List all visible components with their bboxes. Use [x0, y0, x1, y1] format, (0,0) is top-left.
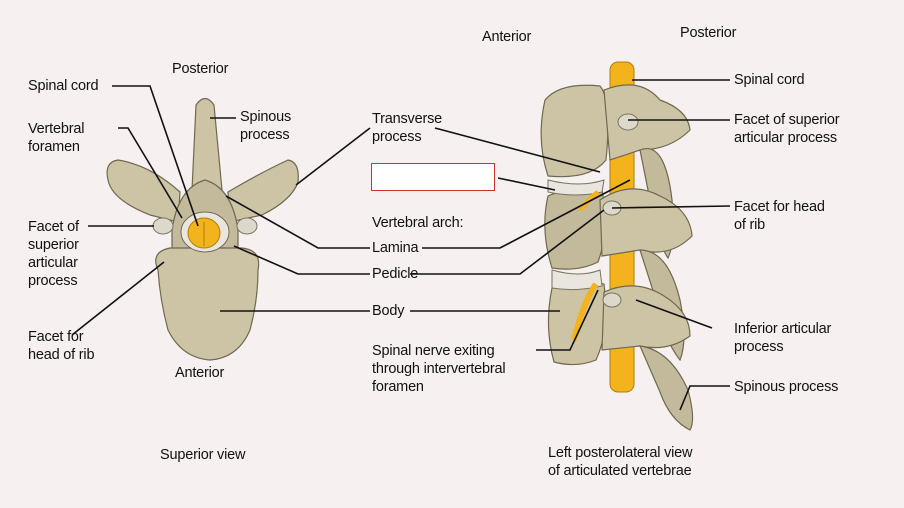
superior-spinal-cord-label: Spinal cord — [28, 78, 99, 94]
lateral-spinous-3 — [639, 345, 694, 431]
lateral-posterior-label: Posterior — [680, 25, 737, 41]
superior-anterior-label: Anterior — [175, 365, 225, 381]
superior-view-caption: Superior view — [160, 447, 246, 463]
answer-blank-box[interactable] — [371, 163, 495, 191]
superior-posterior-label: Posterior — [172, 61, 229, 77]
lateral-arch-1 — [603, 84, 691, 161]
articulated-vertebrae — [540, 61, 694, 431]
lateral-arch-3 — [601, 285, 691, 351]
superior-facet-articular-label: Facet of superior articular process — [28, 219, 79, 289]
lateral-spinal-cord-label: Spinal cord — [734, 72, 805, 88]
lamina-label: Lamina — [372, 240, 419, 256]
superior-spinous-process — [191, 97, 223, 191]
lateral-body-2 — [544, 188, 606, 270]
superior-vertebral-body — [155, 247, 260, 361]
lateral-spinous-process-label: Spinous process — [734, 379, 839, 395]
lateral-body-1 — [540, 84, 609, 178]
vertebral-arch-label: Vertebral arch: — [372, 215, 464, 231]
pedicle-label: Pedicle — [372, 266, 419, 282]
superior-right-transverse-process — [227, 159, 299, 223]
superior-left-transverse-process — [106, 159, 181, 223]
superior-right-facet — [236, 217, 258, 235]
body-label: Body — [372, 303, 405, 319]
lateral-arch-2 — [599, 188, 693, 257]
superior-left-facet — [152, 217, 174, 235]
center-anterior-label: Anterior — [482, 29, 532, 45]
leader-lines — [71, 79, 731, 411]
spinal-nerve-label: Spinal nerve exiting through interverteb… — [372, 343, 506, 395]
